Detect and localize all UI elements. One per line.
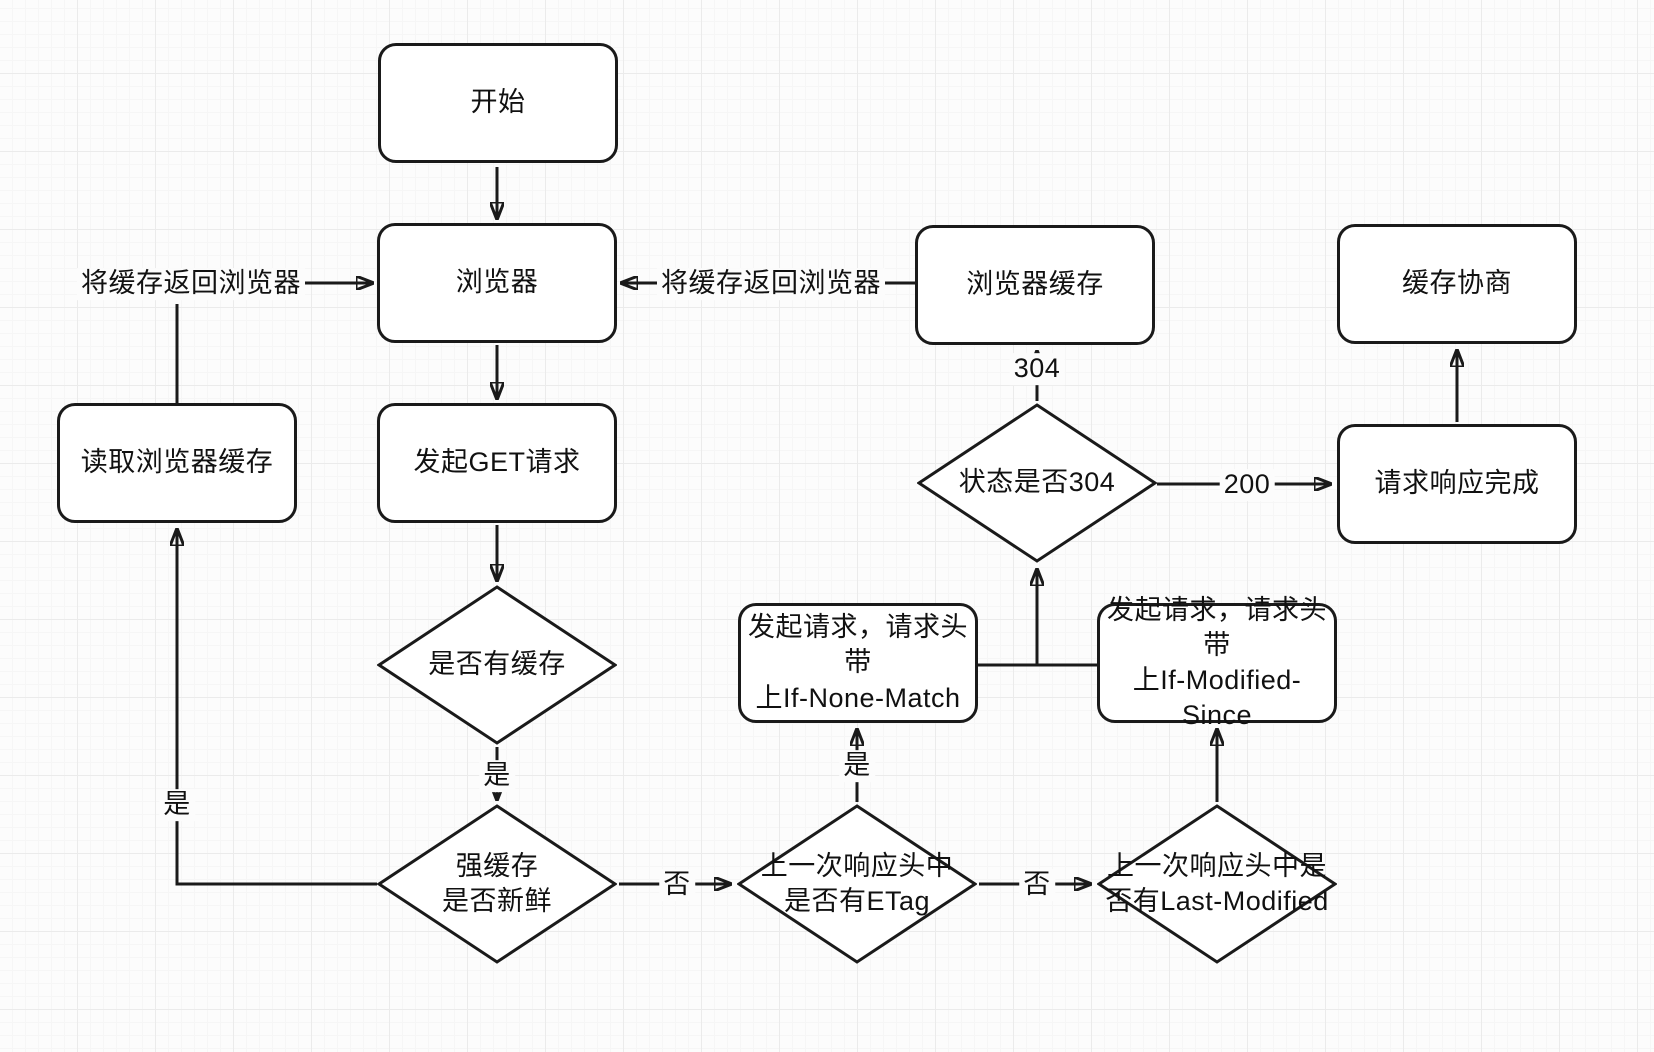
node-get-request-label: 发起GET请求 [413,447,581,478]
diamond-shape [377,804,617,964]
node-has-cache[interactable]: 是否有缓存 [377,585,617,745]
diamond-shape [1097,804,1337,964]
edge-label-yes-left[interactable]: 是 [159,789,195,821]
node-has-etag-label: 上一次响应头中 是否有ETag [760,850,954,916]
node-strong-cache-fresh-label: 强缓存 是否新鲜 [442,850,552,916]
diamond-shape [377,585,617,745]
edge-label-200[interactable]: 200 [1219,469,1275,501]
node-start[interactable]: 开始 [378,43,618,163]
node-read-cache[interactable]: 读取浏览器缓存 [57,403,297,523]
node-strong-cache-fresh[interactable]: 强缓存 是否新鲜 [377,804,617,964]
node-req-if-modified-since[interactable]: 发起请求，请求头带 上If-Modified-Since [1097,595,1337,730]
node-start-label: 开始 [470,87,526,118]
edge-label-yes-mid[interactable]: 是 [479,760,515,792]
edge-label-return-cache-right[interactable]: 将缓存返回浏览器 [657,268,885,300]
edge-label-304[interactable]: 304 [1009,353,1065,385]
edge-label-return-cache-left[interactable]: 将缓存返回浏览器 [77,268,305,300]
node-cache-negotiation[interactable]: 缓存协商 [1337,224,1577,344]
node-browser-cache-label: 浏览器缓存 [966,269,1104,300]
node-status-304[interactable]: 状态是否304 [917,403,1157,563]
node-has-last-modified[interactable]: 上一次响应头中是 否有Last-Modified [1097,804,1337,964]
node-req-if-none-match[interactable]: 发起请求，请求头带 上If-None-Match [738,603,978,723]
node-status-304-label: 状态是否304 [958,467,1116,498]
node-has-last-modified-label: 上一次响应头中是 否有Last-Modified [1105,850,1329,916]
diamond-shape [917,403,1157,563]
node-has-etag[interactable]: 上一次响应头中 是否有ETag [737,804,977,964]
edge-label-no-etag[interactable]: 否 [659,869,695,901]
diamond-shape [737,804,977,964]
node-response-done[interactable]: 请求响应完成 [1337,424,1577,544]
node-read-cache-label: 读取浏览器缓存 [80,447,274,478]
node-has-cache-label: 是否有缓存 [428,649,566,680]
node-browser-label: 浏览器 [455,267,539,298]
node-browser-cache[interactable]: 浏览器缓存 [915,225,1155,345]
node-req-if-modified-since-label: 发起请求，请求头带 上If-Modified-Since [1107,594,1327,731]
node-response-done-label: 请求响应完成 [1374,468,1540,499]
edge-label-no-last-modified[interactable]: 否 [1019,869,1055,901]
node-get-request[interactable]: 发起GET请求 [377,403,617,523]
edge-label-yes-etag[interactable]: 是 [839,750,875,782]
node-cache-negotiation-label: 缓存协商 [1402,268,1512,299]
node-browser[interactable]: 浏览器 [377,223,617,343]
node-req-if-none-match-label: 发起请求，请求头带 上If-None-Match [748,612,968,713]
